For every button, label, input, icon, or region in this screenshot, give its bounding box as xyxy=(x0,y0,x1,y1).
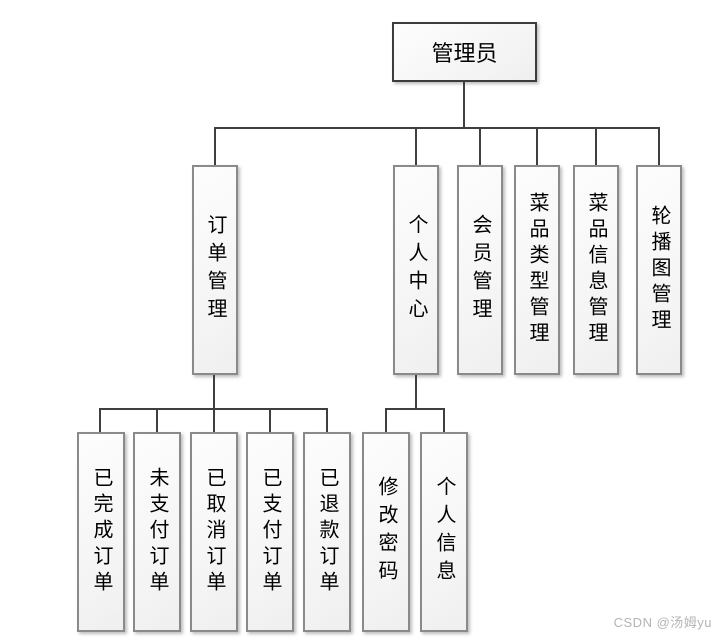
node-paid-orders: 已支付订单 xyxy=(246,432,294,632)
connector-drop-personal-info xyxy=(443,408,445,432)
connector-drop-dish-type-management xyxy=(536,127,538,165)
connector-order-stem xyxy=(213,375,215,408)
connector-drop-carousel-management xyxy=(658,127,660,165)
node-completed-orders-label: 已完成订单 xyxy=(90,467,112,597)
node-admin-label: 管理员 xyxy=(431,41,498,66)
connector-level2-rail xyxy=(214,127,660,129)
node-completed-orders: 已完成订单 xyxy=(77,432,125,632)
node-unpaid-orders: 未支付订单 xyxy=(133,432,181,632)
connector-drop-personal-center xyxy=(415,127,417,165)
connector-personal-stem xyxy=(415,375,417,408)
node-paid-orders-label: 已支付订单 xyxy=(259,467,281,597)
node-carousel-management-label: 轮播图管理 xyxy=(648,205,670,335)
node-personal-center-label: 个人中心 xyxy=(405,214,427,326)
node-change-password-label: 修改密码 xyxy=(375,476,397,588)
node-member-management: 会员管理 xyxy=(457,165,503,375)
node-refunded-orders: 已退款订单 xyxy=(303,432,351,632)
connector-drop-change-password xyxy=(385,408,387,432)
node-order-management: 订单管理 xyxy=(192,165,238,375)
watermark-csdn: CSDN @汤姆yu xyxy=(613,615,712,630)
connector-root-stem xyxy=(463,82,465,128)
node-dish-type-management-label: 菜品类型管理 xyxy=(526,192,548,348)
node-dish-info-management: 菜品信息管理 xyxy=(573,165,619,375)
connector-drop-refunded-orders xyxy=(326,408,328,432)
connector-drop-dish-info-management xyxy=(595,127,597,165)
node-cancelled-orders-label: 已取消订单 xyxy=(203,467,225,597)
node-carousel-management: 轮播图管理 xyxy=(636,165,682,375)
node-change-password: 修改密码 xyxy=(362,432,410,632)
connector-drop-completed-orders xyxy=(99,408,101,432)
node-personal-info: 个人信息 xyxy=(420,432,468,632)
connector-personal-rail xyxy=(385,408,445,410)
connector-drop-member-management xyxy=(479,127,481,165)
connector-drop-paid-orders xyxy=(269,408,271,432)
node-personal-center: 个人中心 xyxy=(393,165,439,375)
node-dish-info-management-label: 菜品信息管理 xyxy=(585,192,607,348)
connector-drop-cancelled-orders xyxy=(213,408,215,432)
node-personal-info-label: 个人信息 xyxy=(433,476,455,588)
node-refunded-orders-label: 已退款订单 xyxy=(316,467,338,597)
connector-drop-unpaid-orders xyxy=(156,408,158,432)
node-order-management-label: 订单管理 xyxy=(204,214,226,326)
connector-drop-order-management xyxy=(214,127,216,165)
node-admin: 管理员 xyxy=(392,22,537,82)
node-cancelled-orders: 已取消订单 xyxy=(190,432,238,632)
node-dish-type-management: 菜品类型管理 xyxy=(514,165,560,375)
node-member-management-label: 会员管理 xyxy=(469,214,491,326)
node-unpaid-orders-label: 未支付订单 xyxy=(146,467,168,597)
